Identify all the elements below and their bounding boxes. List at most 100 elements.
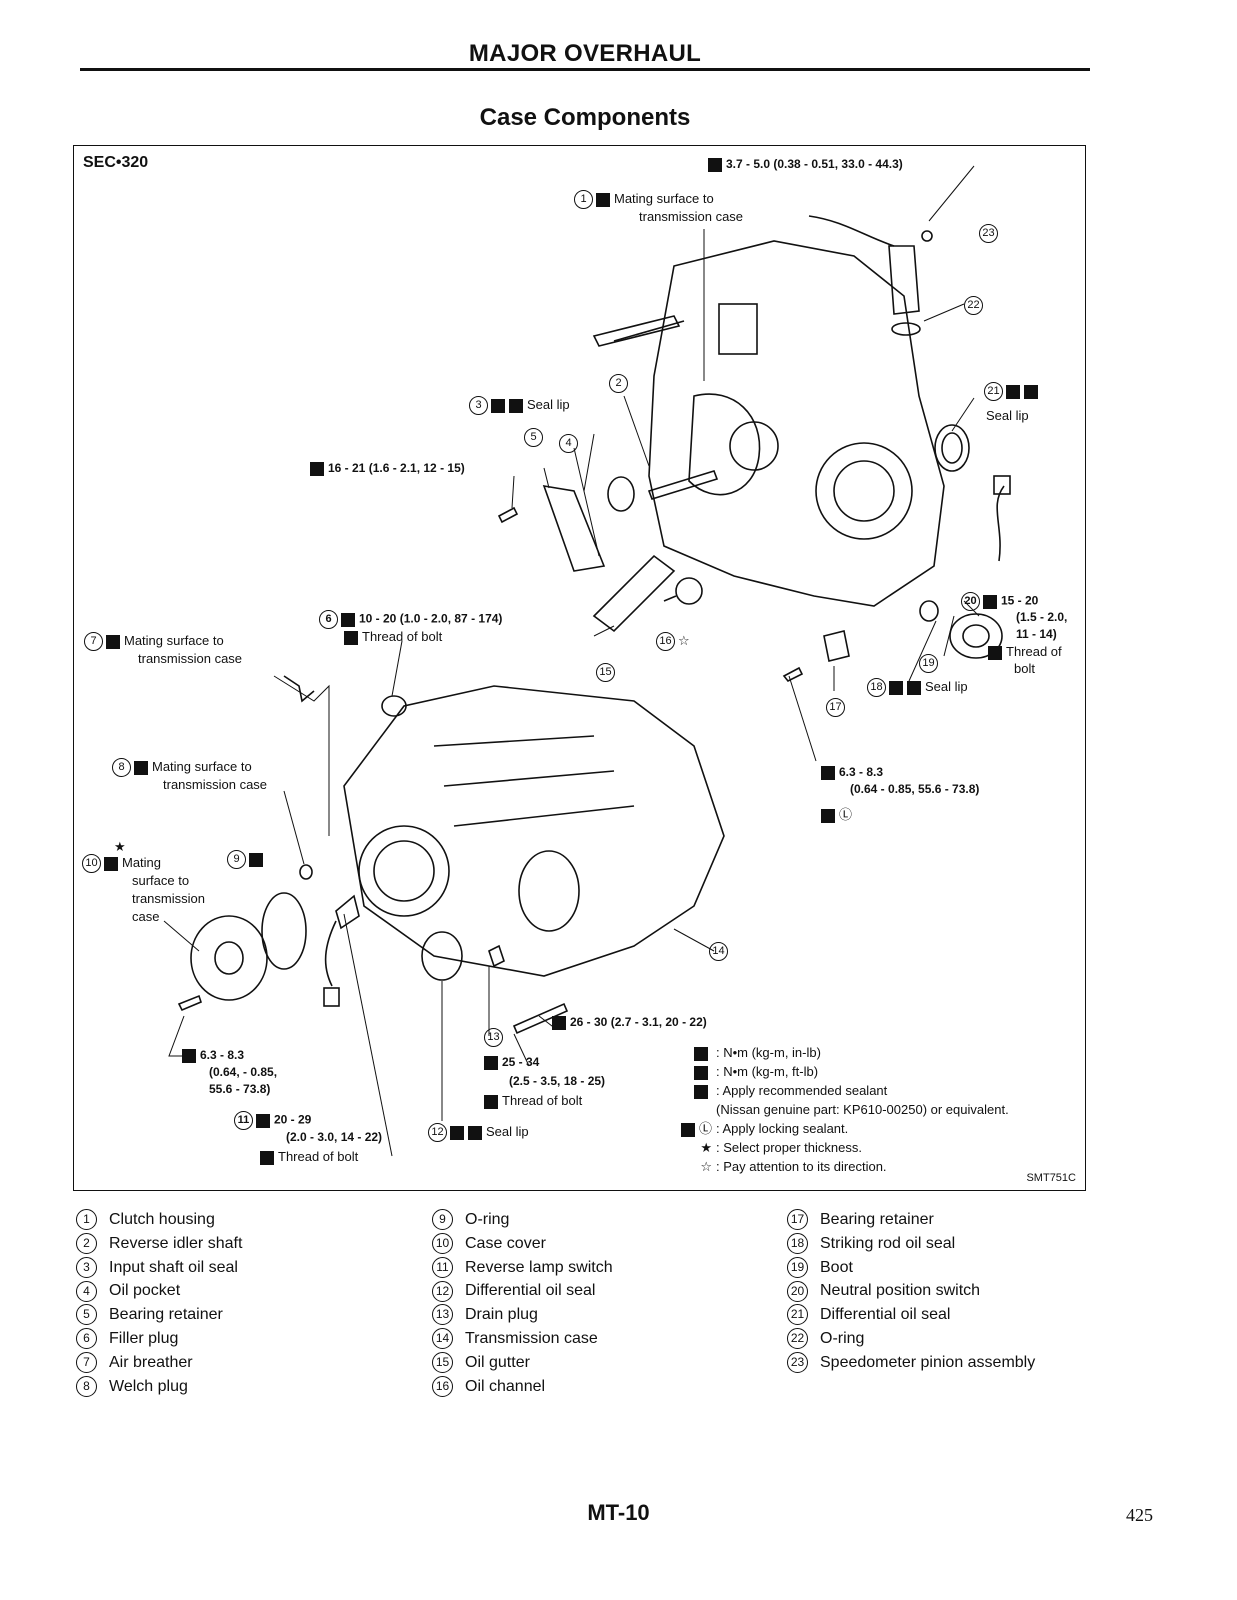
legend-row: ☆: Pay attention to its direction. xyxy=(664,1157,1009,1176)
callout-10-line3: transmission xyxy=(132,891,205,906)
callout-17-num: 17 xyxy=(826,698,848,718)
callout-23-torque: 3.7 - 5.0 (0.38 - 0.51, 33.0 - 44.3) xyxy=(708,156,903,173)
differential-oil-seal-drawing xyxy=(934,424,970,472)
bearing-retainer-17-drawing xyxy=(823,630,850,662)
callout-5-num: 5 xyxy=(524,428,546,448)
callout-2-num: 2 xyxy=(609,374,631,394)
reverse-lamp-switch-drawing xyxy=(335,894,360,930)
sealant-icon xyxy=(988,645,1002,660)
sealant-icon xyxy=(134,760,148,775)
torque-ftlb-icon xyxy=(484,1055,498,1070)
reverse-idler-shaft-drawing xyxy=(647,470,719,500)
striking-rod-oil-seal-drawing xyxy=(919,600,939,622)
locking-sealant-icon: Ⓛ xyxy=(698,1121,712,1136)
grease-icon xyxy=(907,680,921,695)
callout-10-line4: case xyxy=(132,909,160,924)
sealant-icon xyxy=(344,630,358,645)
callout-20-thread: Thread of xyxy=(988,643,1062,660)
callout-20-line5: bolt xyxy=(1014,661,1035,676)
transmission-case-drawing xyxy=(343,685,725,977)
callout-21-num: 21 xyxy=(984,382,1042,402)
callout-10-line2: surface to xyxy=(132,873,190,888)
replace-part-icon xyxy=(889,680,903,695)
callout-bolt-line2: (0.64, - 0.85, xyxy=(209,1065,278,1079)
callout-11-thread: Thread of bolt xyxy=(260,1148,358,1165)
callout-7-line2: transmission case xyxy=(138,651,243,666)
callout-15-num: 15 xyxy=(596,663,618,683)
callout-9-num: 9 xyxy=(227,850,267,870)
oil-channel-drawing xyxy=(675,577,703,605)
select-thickness-star: ★ xyxy=(114,839,126,854)
callout-13-torque: 25 - 34 xyxy=(484,1054,539,1071)
welch-plug-drawing xyxy=(299,864,313,880)
callout-22-num: 22 xyxy=(964,296,986,316)
callout-6-thread: Thread of bolt xyxy=(344,628,442,645)
torque-ftlb-icon xyxy=(552,1015,566,1030)
oil-gutter-drawing xyxy=(592,554,676,633)
replace-part-icon xyxy=(491,398,505,413)
callout-bolt-line3: 55.6 - 73.8) xyxy=(209,1082,271,1096)
legend-row: (Nissan genuine part: KP610-00250) or eq… xyxy=(716,1102,1009,1117)
legend-row: : Apply recommended sealant xyxy=(664,1081,1009,1100)
torque-inlb-icon xyxy=(341,612,355,627)
star-outline-icon: ☆ xyxy=(700,1159,712,1174)
sealant-icon xyxy=(821,808,835,823)
callout-14-num: 14 xyxy=(709,942,731,962)
torque-ftlb-icon xyxy=(983,594,997,609)
torque-inlb-icon xyxy=(694,1046,708,1061)
sealant-icon xyxy=(596,192,610,207)
callout-17-torque: 6.3 - 8.3 xyxy=(821,764,883,781)
legend-row: ★: Select proper thickness. xyxy=(664,1138,1009,1157)
replace-part-icon xyxy=(1006,384,1020,399)
callout-16-num: 16☆ xyxy=(656,632,690,652)
legend-row: : N•m (kg-m, ft-lb) xyxy=(664,1062,1009,1081)
filler-plug-drawing xyxy=(381,695,407,717)
speedometer-pinion-drawing xyxy=(888,245,920,315)
callout-8-line2: transmission case xyxy=(163,777,268,792)
callout-19-num: 19 xyxy=(919,654,941,674)
callout-4-num: 4 xyxy=(559,434,581,454)
sealant-icon xyxy=(694,1084,708,1099)
exploded-view-drawing xyxy=(163,165,1011,1157)
callout-20-line3: 11 - 14) xyxy=(1016,627,1057,641)
star-filled-icon: ★ xyxy=(700,1140,712,1155)
clutch-housing-drawing xyxy=(648,240,945,607)
air-breather-drawing xyxy=(283,675,315,703)
section-title: Case Components xyxy=(479,104,691,131)
sealant-icon xyxy=(104,856,118,871)
grease-icon xyxy=(509,398,523,413)
section-code: SEC•320 xyxy=(83,154,149,171)
sealant-icon xyxy=(484,1094,498,1109)
exploded-diagram-figure: SEC•320 xyxy=(73,145,1086,1191)
torque-ftlb-icon xyxy=(310,461,324,476)
drain-plug-drawing xyxy=(488,944,505,968)
header-rule xyxy=(80,68,1090,71)
bearing-retainer-drawing xyxy=(542,484,606,572)
locking-sealant-icon: Ⓛ xyxy=(839,807,853,822)
callout-13-line2: (2.5 - 3.5, 18 - 25) xyxy=(509,1074,606,1088)
